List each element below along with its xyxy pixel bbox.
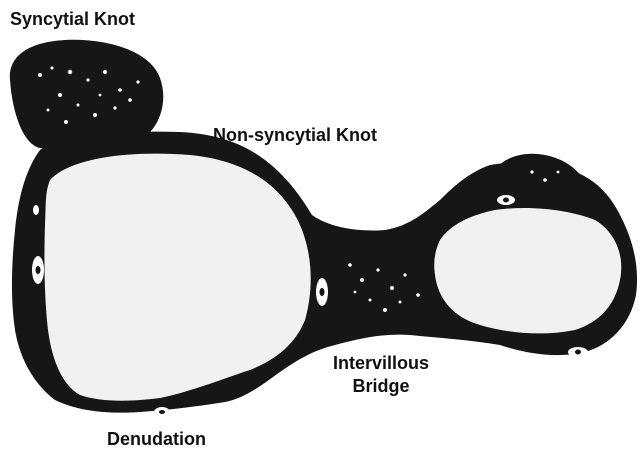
denudation-label: Denudation xyxy=(107,428,206,450)
nucleus xyxy=(33,205,39,215)
nucleus-center xyxy=(575,350,581,355)
intervillous-bridge-label-line2: Bridge xyxy=(316,375,446,397)
non-syncytial-knot-label: Non-syncytial Knot xyxy=(213,124,377,146)
nucleus-center xyxy=(159,410,165,414)
intervillous-bridge-label-line1: Intervillous xyxy=(316,352,446,374)
right-villus-core xyxy=(434,208,621,333)
nucleus-center xyxy=(503,198,509,203)
syncytial-knot-label: Syncytial Knot xyxy=(10,8,135,30)
nucleus-center xyxy=(36,266,41,274)
nucleus-center xyxy=(320,288,325,296)
